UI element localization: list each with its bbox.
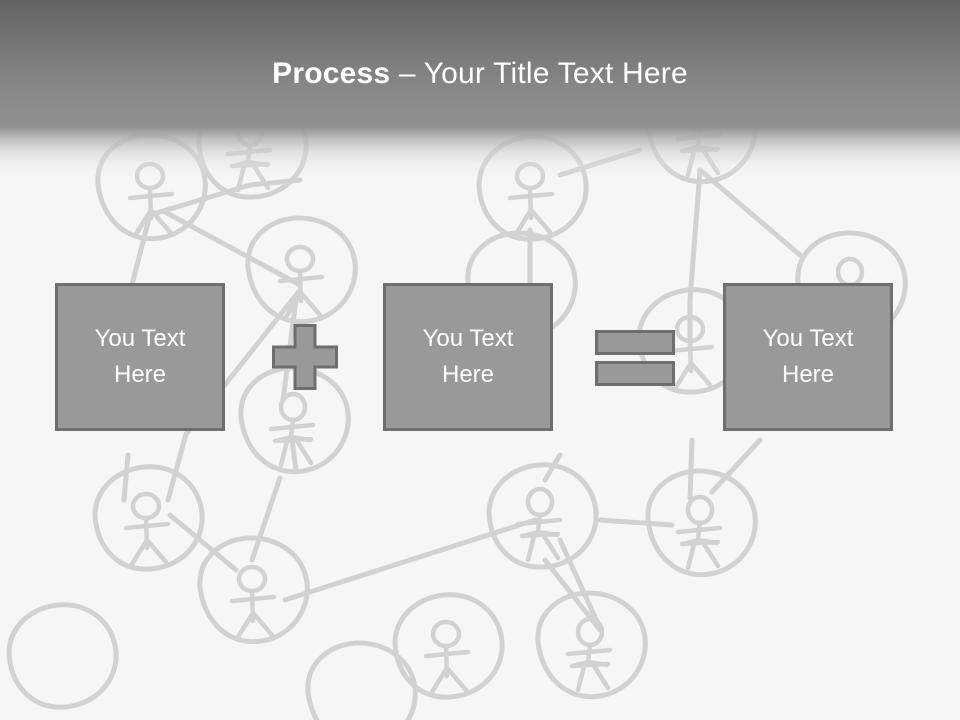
process-box-3-line1: You Text <box>762 325 854 352</box>
process-box-3-label: You Text Here <box>753 321 864 393</box>
process-box-3[interactable]: You Text Here <box>723 283 893 431</box>
equals-icon-bar-bottom <box>595 361 675 386</box>
process-box-1[interactable]: You Text Here <box>55 283 225 431</box>
equals-icon <box>595 330 677 388</box>
page-title-light: Your Title Text Here <box>423 57 688 90</box>
process-box-1-line1: You Text <box>94 325 186 352</box>
page-title: Process – Your Title Text Here <box>0 55 960 93</box>
plus-icon <box>272 324 338 390</box>
process-box-2[interactable]: You Text Here <box>383 283 553 431</box>
process-box-1-label: You Text Here <box>85 321 196 393</box>
process-box-1-line2: Here <box>113 361 167 388</box>
process-box-2-line1: You Text <box>422 325 514 352</box>
process-box-2-line2: Here <box>441 361 495 388</box>
header-fade <box>0 128 960 180</box>
equals-icon-bar-top <box>595 330 675 355</box>
process-box-2-label: You Text Here <box>413 321 524 393</box>
header-band <box>0 0 960 128</box>
page-title-strong: Process <box>272 57 391 90</box>
process-box-3-line2: Here <box>781 361 835 388</box>
page-title-dash: – <box>390 57 424 90</box>
